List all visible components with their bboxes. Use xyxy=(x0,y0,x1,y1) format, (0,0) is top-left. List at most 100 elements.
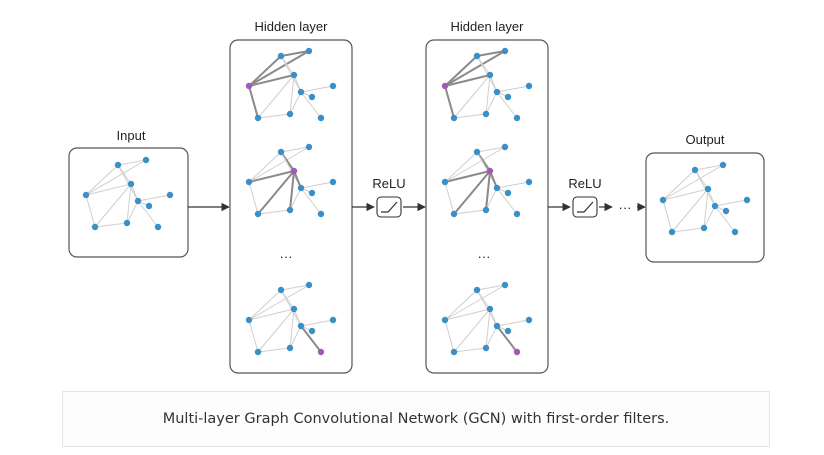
hidden-layer-1-ellipsis: ··· xyxy=(280,249,293,264)
graph-node xyxy=(254,348,262,356)
graph-node xyxy=(91,223,99,231)
graph-node xyxy=(659,196,667,204)
highlight-edge xyxy=(248,74,295,87)
graph-edge xyxy=(496,85,530,93)
graph-node xyxy=(329,178,337,186)
graph-node xyxy=(482,110,490,118)
graph-edge xyxy=(248,151,282,183)
graph-node xyxy=(704,185,712,193)
highlight-edge xyxy=(485,170,491,211)
graph-edge xyxy=(126,183,132,224)
output-label: Output xyxy=(685,132,724,147)
graph-edge xyxy=(694,164,724,171)
graph-node xyxy=(317,210,325,218)
graph-node xyxy=(493,184,501,192)
graph-node xyxy=(297,88,305,96)
graph-edge xyxy=(453,113,487,119)
graph-edge xyxy=(496,319,530,327)
relu-2-icon xyxy=(572,196,598,218)
graph-node xyxy=(277,148,285,156)
graph-node xyxy=(305,143,313,151)
graph-edge xyxy=(289,325,302,349)
graph-edge xyxy=(85,183,132,196)
graph-edge xyxy=(85,194,96,228)
graph-edge xyxy=(496,181,530,189)
graph-edge xyxy=(444,181,455,215)
highlight-edge xyxy=(444,170,491,183)
highlight-node xyxy=(441,82,449,90)
graph-node xyxy=(441,316,449,324)
graph-node xyxy=(482,344,490,352)
graph-edge xyxy=(85,164,119,196)
graph-edge xyxy=(662,164,724,201)
graph-node xyxy=(245,316,253,324)
output-panel xyxy=(645,152,765,263)
graph-node xyxy=(329,316,337,324)
graph-node xyxy=(493,88,501,96)
graph-edge xyxy=(137,194,171,202)
graph-node xyxy=(513,210,521,218)
input-panel xyxy=(68,147,189,258)
highlight-edge xyxy=(444,74,491,87)
input-graph xyxy=(82,156,174,231)
graph-edge xyxy=(300,91,322,119)
highlight-node xyxy=(486,167,494,175)
graph-node xyxy=(473,148,481,156)
graph-edge xyxy=(453,74,491,119)
highlight-edge xyxy=(248,55,282,87)
graph-node xyxy=(277,286,285,294)
hidden2-graph-top xyxy=(441,47,533,122)
graph-node xyxy=(127,180,135,188)
graph-node xyxy=(123,219,131,227)
graph-edge xyxy=(248,289,282,321)
graph-node xyxy=(501,281,509,289)
caption-text: Multi-layer Graph Convolutional Network … xyxy=(162,411,670,427)
graph-node xyxy=(700,224,708,232)
graph-node xyxy=(473,286,481,294)
graph-node xyxy=(305,281,313,289)
graph-edge xyxy=(289,187,302,211)
graph-node xyxy=(286,110,294,118)
graph-node xyxy=(482,206,490,214)
graph-node xyxy=(286,206,294,214)
graph-node xyxy=(473,52,481,60)
graph-edge xyxy=(662,169,696,201)
graph-edge xyxy=(257,308,295,353)
graph-edge xyxy=(662,199,673,233)
highlight-node xyxy=(513,348,521,356)
graph-node xyxy=(450,210,458,218)
graph-edge xyxy=(257,347,291,353)
graph-node xyxy=(501,47,509,55)
graph-edge xyxy=(248,308,295,321)
graph-edge xyxy=(126,200,139,224)
graph-edge xyxy=(289,308,295,349)
hidden-layer-2-label: Hidden layer xyxy=(451,19,525,34)
highlight-edge xyxy=(444,55,478,87)
graph-node xyxy=(691,166,699,174)
highlight-node xyxy=(245,82,253,90)
graph-edge xyxy=(453,347,487,353)
graph-edge xyxy=(714,199,748,207)
graph-node xyxy=(308,189,316,197)
graph-edge xyxy=(444,319,455,353)
graph-edge xyxy=(289,74,295,115)
graph-node xyxy=(290,71,298,79)
highlight-edge xyxy=(248,170,295,183)
graph-edge xyxy=(476,284,506,291)
hidden1-graph-mid xyxy=(245,143,337,218)
graph-node xyxy=(441,178,449,186)
graph-edge xyxy=(714,205,736,233)
graph-edge xyxy=(485,187,498,211)
graph-edge xyxy=(496,187,518,215)
highlight-node xyxy=(290,167,298,175)
graph-node xyxy=(254,210,262,218)
graph-edge xyxy=(300,319,334,327)
highlight-edge xyxy=(257,170,295,215)
graph-edge xyxy=(485,308,491,349)
graph-node xyxy=(154,223,162,231)
graph-edge xyxy=(485,325,498,349)
hidden-layer-1-label: Hidden layer xyxy=(255,19,329,34)
graph-node xyxy=(114,161,122,169)
hidden1-graph-top xyxy=(245,47,337,122)
graph-node xyxy=(290,305,298,313)
